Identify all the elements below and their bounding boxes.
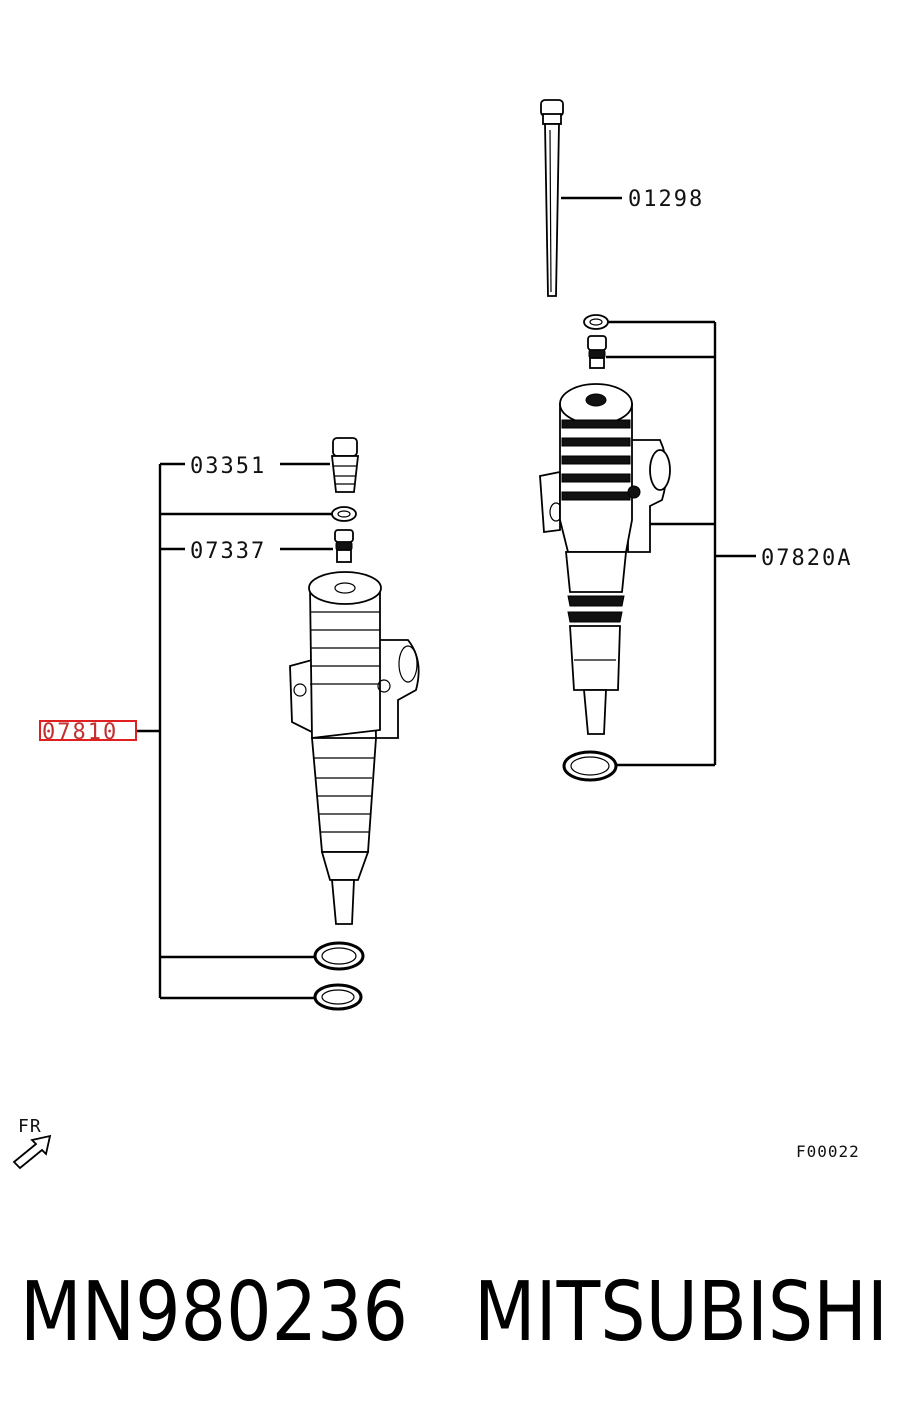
cap-left-part	[330, 437, 360, 493]
seal-right	[587, 335, 607, 369]
oring-right	[562, 750, 618, 782]
highlight-box	[39, 720, 137, 741]
seal-left-part	[334, 529, 354, 563]
fr-label: FR	[18, 1116, 42, 1137]
bolt-part	[540, 99, 564, 297]
figure-code: F00022	[796, 1142, 860, 1161]
callout-injector-right[interactable]: 07820A	[761, 546, 852, 571]
front-arrow-icon	[12, 1134, 52, 1170]
callout-injector-left[interactable]: 07810	[42, 720, 118, 745]
bracket-left	[136, 462, 333, 1000]
part-number: MN980236	[20, 1265, 408, 1360]
oring-left-lower	[313, 983, 363, 1011]
callout-cap-left[interactable]: 03351	[190, 454, 266, 479]
washer-left	[331, 506, 357, 522]
bracket-right	[606, 320, 756, 767]
injector-right-part	[539, 383, 671, 735]
brand-name: MITSUBISHI	[474, 1265, 888, 1360]
oring-left-upper	[313, 941, 365, 971]
injector-left-part	[289, 571, 420, 925]
callout-seal-left[interactable]: 07337	[190, 539, 266, 564]
callout-bolt[interactable]: 01298	[628, 187, 704, 212]
washer-right	[583, 314, 609, 330]
